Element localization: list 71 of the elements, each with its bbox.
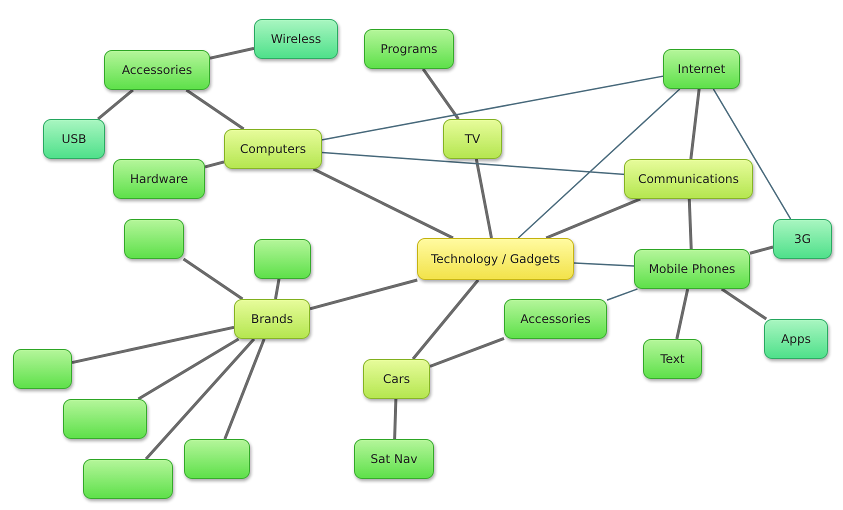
connector-line: [720, 288, 768, 320]
topic-box: [634, 249, 750, 289]
topic-box: [234, 299, 310, 339]
topic-box: [254, 19, 338, 59]
connector-line: [210, 46, 254, 60]
topic-label: Wireless: [270, 32, 322, 46]
topic-label: Accessories: [520, 312, 591, 326]
connector-line: [574, 262, 634, 267]
connector-line: [429, 337, 505, 368]
connector-line: [546, 198, 641, 240]
topic-box: [624, 159, 753, 199]
empty-topic-box: [184, 439, 250, 479]
topic-box: [417, 238, 574, 280]
topic-label: Computers: [240, 142, 306, 156]
connector-line: [688, 198, 693, 250]
topic-box: [643, 339, 702, 379]
connector-line: [312, 168, 454, 240]
topic-label: Brands: [251, 312, 293, 326]
topic-label: Mobile Phones: [648, 262, 736, 276]
empty-topic-box: [13, 349, 72, 389]
connector-line: [223, 338, 266, 440]
connector-line: [274, 278, 280, 300]
connector-line: [322, 75, 664, 141]
topic-label: Text: [660, 352, 685, 366]
connector-line: [310, 278, 418, 310]
topic-label: Technology / Gadgets: [430, 252, 560, 266]
topic-label: 3G: [794, 232, 811, 246]
topic-box: [443, 119, 502, 159]
connector-line: [186, 88, 244, 130]
connector-line: [689, 88, 701, 160]
connector-line: [518, 88, 680, 239]
connector-line: [72, 326, 234, 364]
connector-line: [675, 288, 690, 340]
topic-label: Internet: [678, 62, 726, 76]
topic-label: Apps: [781, 332, 811, 346]
topic-label: Programs: [380, 42, 438, 56]
connector-line: [182, 258, 244, 300]
connector-line: [422, 68, 460, 120]
connector-line: [97, 88, 134, 120]
topic-box: [363, 359, 430, 399]
connector-line: [750, 246, 774, 255]
topic-box: [354, 439, 434, 479]
topic-box: [773, 219, 832, 259]
topic-box: [113, 159, 205, 199]
connector-line: [204, 160, 224, 168]
empty-topic-box: [83, 459, 173, 499]
topic-box: [104, 50, 210, 90]
topic-box: [43, 119, 105, 159]
topic-label: USB: [62, 132, 86, 146]
connector-line: [412, 279, 480, 360]
connector-line: [474, 158, 493, 238]
connector-line: [393, 398, 398, 440]
topic-label: TV: [464, 132, 480, 146]
topic-box: [224, 129, 322, 169]
empty-topic-box: [254, 239, 311, 279]
empty-topic-box: [63, 399, 147, 439]
topic-label: Hardware: [130, 172, 188, 186]
topic-box: [663, 49, 740, 89]
topic-box: [764, 319, 828, 359]
connector-line: [606, 288, 638, 301]
topic-box: [364, 29, 454, 69]
connector-line: [144, 338, 256, 460]
empty-topic-box: [124, 219, 184, 259]
topic-label: Cars: [383, 372, 410, 386]
topic-label: Accessories: [122, 63, 192, 77]
connector-line: [138, 338, 240, 400]
topic-label: Sat Nav: [370, 452, 418, 466]
connector-line: [712, 88, 792, 220]
topic-label: Communications: [638, 172, 739, 186]
connector-line: [322, 152, 624, 176]
topic-box: [504, 299, 607, 339]
